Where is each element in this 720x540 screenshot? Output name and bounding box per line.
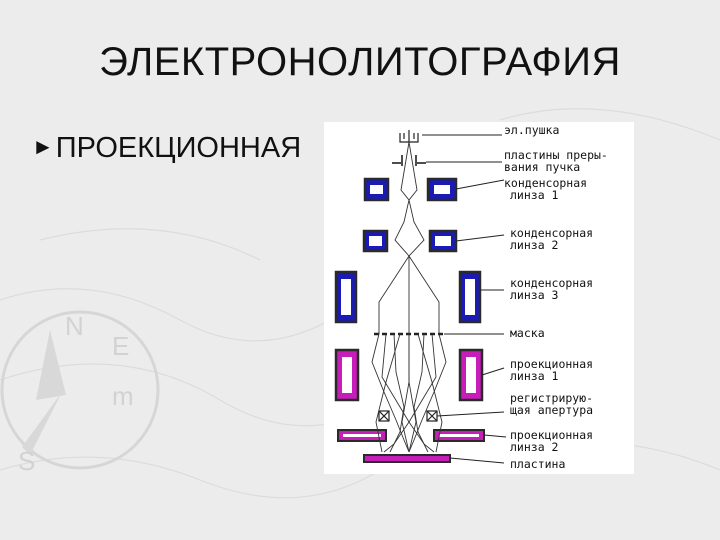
label-condenser-2-line1: конденсорная <box>510 226 593 240</box>
svg-text:E: E <box>112 331 129 361</box>
projection-lens-1 <box>334 348 484 402</box>
condenser-lens-1 <box>363 177 458 202</box>
label-projection-1-line1: проекционная <box>510 357 593 371</box>
label-aperture-line1: регистрирую- <box>510 391 593 405</box>
bullet-text: ПРОЕКЦИОННАЯ <box>55 132 302 164</box>
blanking-plates <box>392 155 426 166</box>
wafer-plate <box>363 454 451 463</box>
label-blanking-plates-line2: вания пучка <box>504 160 580 174</box>
condenser-lens-3 <box>334 270 482 324</box>
label-blanking-plates-line1: пластины преры- <box>504 148 608 162</box>
label-projection-2-line1: проекционная <box>510 428 593 442</box>
slide-title: ЭЛЕКТРОНОЛИТОГРАФИЯ <box>99 40 621 84</box>
label-leader-lines <box>422 134 507 464</box>
label-projection-1-line2: линза 1 <box>510 369 559 383</box>
svg-text:N: N <box>65 311 84 341</box>
svg-text:S: S <box>18 446 35 476</box>
label-wafer-plate: пластина <box>510 457 565 471</box>
registering-aperture <box>378 410 438 422</box>
label-condenser-3-line1: конденсорная <box>510 276 593 290</box>
label-mask: маска <box>510 326 545 340</box>
bullet-item: ►ПРОЕКЦИОННАЯ <box>32 132 301 165</box>
label-condenser-3-line2: линза 3 <box>510 288 559 302</box>
bullet-arrow-icon: ► <box>32 134 54 159</box>
projection-lithography-diagram: эл.пушка пластины преры- вания пучка кон… <box>324 122 634 474</box>
diagram-labels: эл.пушка пластины преры- вания пучка кон… <box>504 123 608 471</box>
condenser-lens-2 <box>362 229 458 253</box>
svg-text:m: m <box>112 381 134 411</box>
label-projection-2-line2: линза 2 <box>510 440 558 454</box>
label-aperture-line2: щая апертура <box>510 403 593 417</box>
label-condenser-2-line2: линза 2 <box>510 238 558 252</box>
electron-beam-rays <box>371 141 447 453</box>
label-condenser-1-line2: линза 1 <box>510 188 559 202</box>
label-electron-gun: эл.пушка <box>504 123 559 137</box>
label-condenser-1-line1: конденсорная <box>504 176 587 190</box>
